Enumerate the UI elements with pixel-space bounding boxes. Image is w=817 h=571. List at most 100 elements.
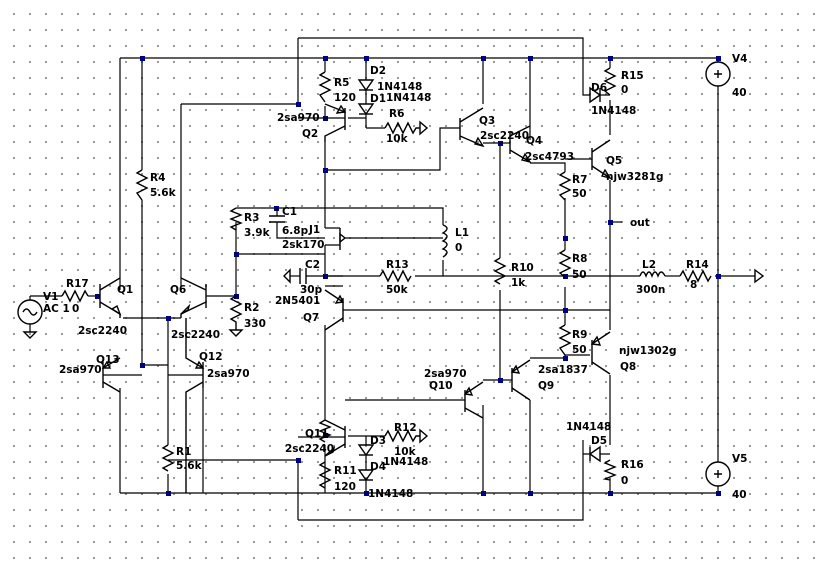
resistors: [61, 67, 712, 489]
label-r9-value: 50: [572, 344, 587, 356]
resistor-r13: [379, 269, 412, 283]
label-r3-value: 3.9k: [244, 227, 271, 239]
label-r15-ref: R15: [621, 70, 644, 82]
label-d2-value: 1N4148: [377, 81, 422, 93]
resistor-r4: [135, 169, 149, 201]
label-q10-value: 2sa970: [424, 368, 467, 380]
label-j1-ref: J1: [308, 224, 320, 236]
label-r12-ref: R12: [394, 422, 417, 434]
label-q9-value: 2sa1837: [538, 364, 588, 376]
diode-d6: [582, 85, 610, 104]
resistor-r2: [229, 295, 243, 330]
resistor-r10: [493, 257, 507, 285]
diode-d2: [357, 72, 375, 104]
label-q2-ref: Q2: [302, 128, 318, 140]
transistor-q7: [324, 289, 345, 331]
label-l1-ref: L1: [455, 227, 469, 239]
terminals: [228, 120, 765, 444]
label-c1-value: 6.8p: [282, 225, 309, 237]
label-d6-ref: D6: [591, 82, 607, 94]
resistor-r7: [558, 171, 572, 201]
label-q7-value: 2N5401: [275, 295, 320, 307]
label-r11-value: 120: [334, 481, 356, 493]
resistor-r12: [384, 429, 420, 443]
label-r1-ref: R1: [176, 446, 191, 458]
label-q5-ref: Q5: [606, 155, 622, 167]
label-r9-ref: R9: [572, 329, 587, 341]
transistor-q13: [101, 357, 142, 393]
diode-d3: [357, 436, 375, 470]
label-l2-value: 300n: [636, 284, 665, 296]
label-r14-ref: R14: [686, 259, 709, 271]
transistor-q6: [180, 277, 208, 318]
transistor-q8: [590, 331, 611, 375]
label-r7-ref: R7: [572, 174, 587, 186]
capacitor-c2: [283, 268, 325, 284]
label-r13-ref: R13: [386, 259, 409, 271]
label-d2-ref: D2: [370, 65, 386, 77]
label-r3-ref: R3: [244, 212, 259, 224]
label-c1-ref: C1: [282, 206, 297, 218]
label-r8-ref: R8: [572, 253, 587, 265]
resistor-r3: [229, 207, 243, 231]
label-q9-ref: Q9: [538, 380, 554, 392]
junctions: [95, 56, 721, 496]
label-r7-value: 50: [572, 188, 587, 200]
source-v1[interactable]: [17, 299, 43, 339]
label-r1-value: 5.6k: [176, 460, 203, 472]
label-d4-ref: D4: [370, 461, 386, 473]
transistor-q1: [98, 277, 122, 318]
transistors: [98, 103, 612, 493]
label-v4-ref: V4: [732, 53, 747, 65]
label-q1-ref: Q1: [117, 284, 133, 296]
label-r5-value: 120: [334, 92, 356, 104]
transistor-q3: [459, 107, 485, 148]
resistor-r14: [679, 269, 712, 283]
diode-d4: [357, 469, 375, 482]
label-d1-ref: D1: [370, 93, 386, 105]
label-q8-ref: Q8: [620, 361, 636, 373]
label-q11-ref: Q11: [305, 428, 329, 440]
label-q2-value: 2sa970: [277, 112, 320, 124]
label-q7-ref: Q7: [303, 312, 319, 324]
label-q1-value: 2sc2240: [78, 325, 127, 337]
resistor-r17: [61, 289, 89, 303]
resistor-r6: [384, 121, 420, 135]
label-q12-value: 2sa970: [207, 368, 250, 380]
resistor-r1: [161, 444, 175, 472]
diodes: [357, 72, 610, 482]
label-r2-ref: R2: [244, 302, 259, 314]
label-q10-ref: Q10: [429, 380, 453, 392]
label-q5-value: njw3281g: [606, 171, 664, 183]
label-r17-ref: R17: [66, 278, 89, 290]
label-r15-value: 0: [621, 84, 628, 96]
label-q6-value: 2sc2240: [171, 329, 220, 341]
transistor-q12: [168, 318, 205, 493]
transistor-q10: [463, 381, 484, 419]
label-q3-value: 2sc2240: [480, 130, 529, 142]
label-r8-value: 50: [572, 269, 587, 281]
net-label-out: out: [630, 217, 650, 229]
label-r11-ref: R11: [334, 465, 357, 477]
label-v4-value: 40: [732, 87, 747, 99]
resistor-r5: [318, 71, 332, 103]
transistor-q4: [500, 125, 532, 164]
transistor-q5: [565, 139, 612, 180]
diode-d5: [583, 445, 610, 463]
label-q3-ref: Q3: [479, 115, 495, 127]
resistor-r9: [558, 324, 572, 356]
label-v1-value2: 0: [72, 303, 79, 315]
supply-v5[interactable]: [705, 461, 731, 487]
label-r10-value: 1k: [511, 277, 526, 289]
transistor-q9: [510, 359, 531, 401]
label-d5-value: 1N4148: [566, 421, 611, 433]
transistor-q11: [298, 419, 346, 457]
label-r16-ref: R16: [621, 459, 644, 471]
resistor-r15: [603, 67, 617, 96]
supply-v4[interactable]: [705, 61, 731, 87]
label-r10-ref: R10: [511, 262, 534, 274]
label-c2-value: 30p: [300, 284, 323, 296]
label-r13-value: 50k: [386, 284, 409, 296]
label-v1-ref: V1: [43, 291, 58, 303]
